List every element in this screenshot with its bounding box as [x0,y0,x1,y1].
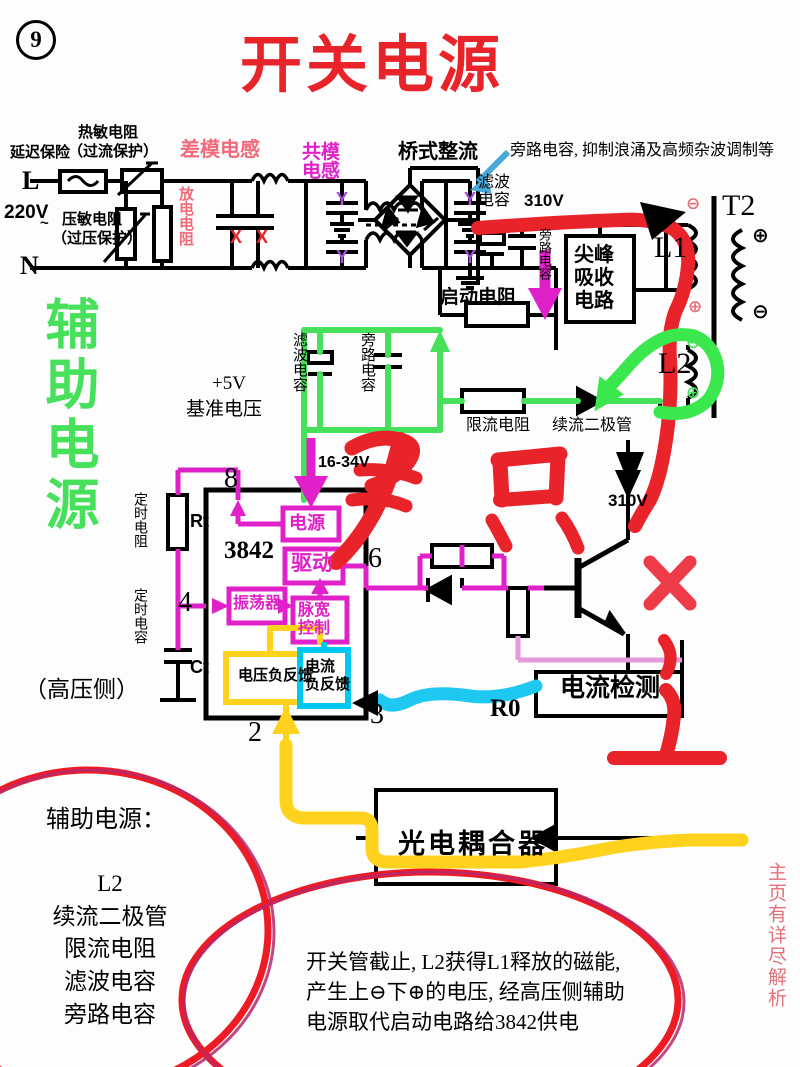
label-vcc-range: 16-34V [318,454,370,471]
page-title: 开关电源 [240,32,505,100]
label-snubber-circuit: 尖峰吸收电路 [574,244,614,312]
aux-list-item: 旁路电容 [64,1001,156,1027]
y-cap-mark-2: Y [336,247,349,267]
aux-list-item: 滤波电容 [64,968,156,994]
footer-note: 主页有详尽解析 [765,862,786,1009]
index-badge: 9 [16,20,56,60]
label-fuse: 延迟保险 [10,144,71,161]
ic-block-oscillator: 振荡器 [233,595,282,612]
polarity-sec-bottom: ⊖ [752,301,769,323]
aux-list: L2 续流二极管 限流电阻 滤波电容 旁路电容 [0,868,220,1031]
ic-block-pwm: 脉宽控制 [298,602,331,638]
polarity-L2-bottom: ⊕ [686,383,701,402]
label-discharge-resistor: 放电电阻 [177,186,194,246]
label-vref: 基准电压 [186,399,263,420]
label-aux-filter-cap: 滤波电容 [291,332,308,392]
pin-6: 6 [368,543,382,574]
label-mains-voltage: 220V [4,202,49,223]
label-timing-resistor: 定时电阻 [133,492,149,548]
explanation-block: 开关管截止, L2获得L1释放的磁能, 产生上⊖下⊕的电压, 经高压侧辅助 电源… [306,948,625,1037]
ic-block-voltage-fb: 电压负反馈 [238,667,314,684]
polarity-L1-bottom: ⊕ [688,297,703,316]
label-vref-value: +5V [212,373,246,394]
label-timing-cap: 定时电容 [133,588,149,644]
label-optocoupler: 光电耦合器 [398,829,548,859]
label-line-L: L [22,166,40,195]
pin-4: 4 [178,587,192,618]
x-cap-mark-2: X [256,227,269,247]
label-Rt: Rt [190,511,209,531]
ic-block-driver: 驱动 [291,552,333,575]
ic-part-number: 3842 [224,537,274,564]
label-filter-cap-bus: 滤波电容 [478,174,511,209]
label-freewheel-diode: 续流二极管 [552,417,633,434]
label-bypass-cap-bus: 旁路电容 [537,228,552,280]
aux-supply-side-note: （高压侧） [24,677,139,702]
label-Ct: Ct [190,657,209,677]
label-bypass-note: 旁路电容, 抑制浪涌及高频杂波调制等 [510,142,775,159]
pin-2: 2 [248,717,262,748]
label-drain-310v: 310V [608,491,648,510]
label-current-limit-resistor: 限流电阻 [466,417,531,434]
aux-supply-vertical-title: 辅助电源 [37,296,97,536]
aux-list-item: L2 [97,871,123,896]
label-bus-310v: 310V [524,191,564,210]
pin-3: 3 [370,699,384,730]
polarity-sec-top: ⊕ [752,225,769,247]
ic-block-current-fb: 电流负反馈 [305,658,351,693]
explanation-line-1: 开关管截止, L2获得L1释放的磁能, [306,950,621,974]
aux-list-title: 辅助电源： [46,807,166,833]
label-current-sense: 电流检测 [560,675,661,702]
polarity-L2-top: ⊖ [686,333,701,352]
y-cap-mark-1: Y [336,189,349,209]
mains-ac-symbol: ~ [40,215,49,232]
label-common-mode-inductor: 共模电感 [302,142,341,182]
label-transformer-T2: T2 [722,189,756,222]
label-winding-L2: L2 [658,347,692,380]
aux-list-item: 续流二极管 [52,903,168,929]
label-varistor-note: （过压保护） [52,230,143,247]
label-start-resistor: 启动电阻 [440,287,517,308]
label-bridge-rectifier: 桥式整流 [398,141,478,163]
label-neutral-N: N [20,251,39,280]
y-cap-mark-3: Y [464,189,477,209]
polarity-L1-top: ⊖ [686,194,701,213]
label-aux-bypass-cap: 旁路电容 [359,332,376,392]
label-winding-L1: L1 [654,231,688,264]
ic-block-power: 电源 [289,513,325,533]
label-thermistor: 热敏电阻 [78,124,139,141]
explanation-line-2: 产生上⊖下⊕的电压, 经高压侧辅助 [306,979,625,1004]
explanation-line-3: 电源取代启动电路给3842供电 [306,1009,579,1034]
label-diff-mode-inductor: 差模电感 [180,139,260,161]
label-sense-resistor-R0: R0 [490,695,521,722]
label-varistor: 压敏电阻 [62,211,123,228]
aux-list-item: 限流电阻 [64,936,156,962]
y-cap-mark-4: Y [464,247,477,267]
x-cap-mark-1: X [230,227,243,247]
pin-8: 8 [224,463,238,494]
label-thermistor-note: （过流保护） [68,143,159,160]
